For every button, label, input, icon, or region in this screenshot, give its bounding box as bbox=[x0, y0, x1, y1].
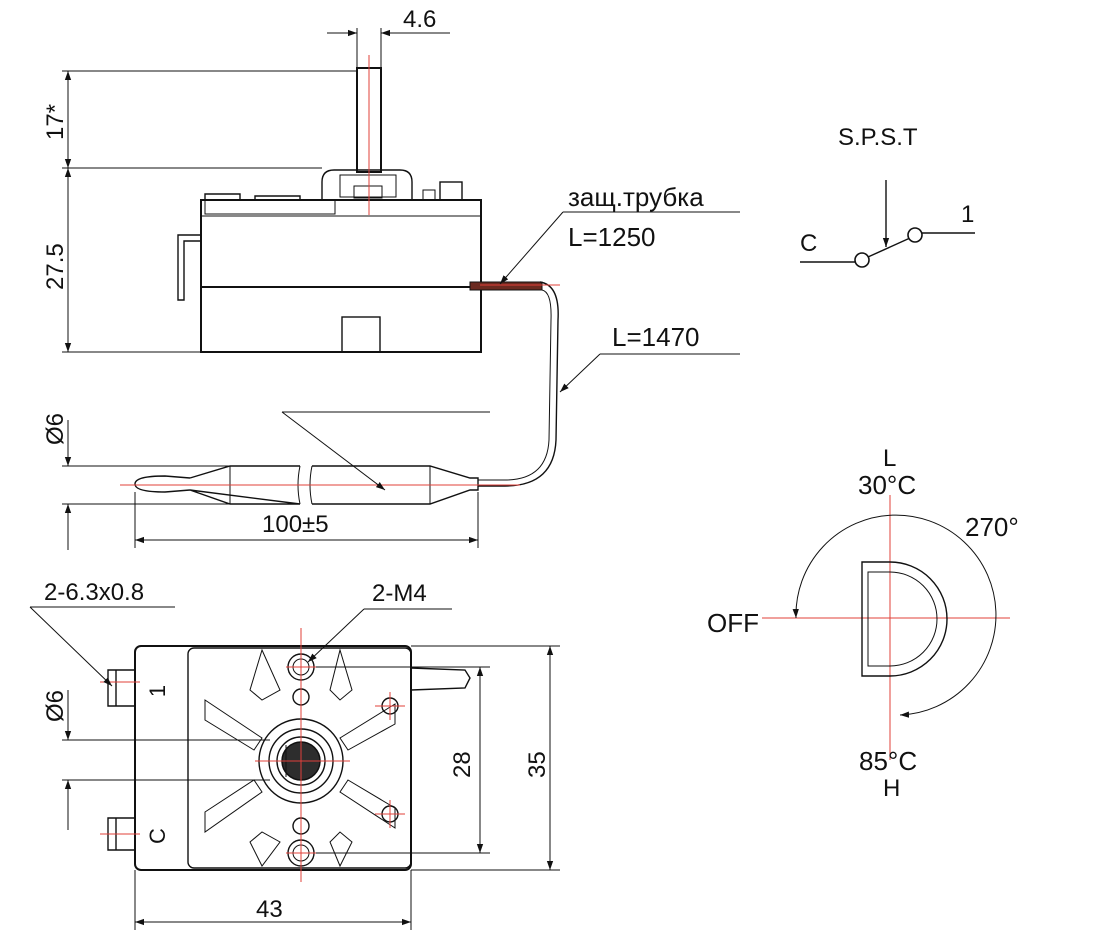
dial-off-label: OFF bbox=[707, 608, 759, 638]
dim-height: 35 bbox=[524, 751, 551, 778]
protective-tube bbox=[469, 281, 543, 291]
body-slot bbox=[341, 316, 381, 353]
schematic-pin-c: C bbox=[800, 230, 817, 257]
bottom-housing bbox=[134, 645, 412, 871]
contact-c bbox=[854, 252, 870, 268]
dim-shaft-height: 17* bbox=[42, 104, 69, 140]
plate-ribs bbox=[204, 648, 396, 868]
switch-blade bbox=[867, 237, 911, 258]
capillary-length: L=1470 bbox=[612, 322, 699, 352]
terminal-1-label: 1 bbox=[145, 685, 170, 697]
dim-shaft-width: 4.6 bbox=[403, 6, 436, 33]
terminal-size-label: 2-6.3x0.8 bbox=[44, 579, 144, 606]
terminal-1 bbox=[107, 669, 135, 707]
schematic-title: S.P.S.T bbox=[838, 124, 918, 151]
contact-1 bbox=[907, 227, 923, 243]
bulb-tip bbox=[134, 475, 191, 493]
dial-knob bbox=[861, 561, 948, 677]
dial-bottom-letter: H bbox=[883, 775, 900, 802]
dim-body-height: 27.5 bbox=[42, 243, 69, 290]
side-terminal bbox=[177, 234, 201, 301]
tube-label: защ.трубка bbox=[568, 182, 704, 212]
schematic-pin-1: 1 bbox=[961, 201, 974, 228]
dial-top-temp: 30°C bbox=[858, 470, 916, 500]
dial-top-letter: L bbox=[883, 445, 896, 472]
shaft-collar-inner bbox=[339, 174, 397, 198]
capillary-exit bbox=[410, 667, 471, 691]
bottom-plate bbox=[187, 647, 412, 869]
terminal-c-label: C bbox=[145, 828, 170, 844]
spst-schematic: S.P.S.T C 1 bbox=[800, 124, 975, 268]
dim-bulb-length: 100±5 bbox=[262, 511, 329, 538]
dial-bottom-temp: 85°C bbox=[859, 746, 917, 776]
dim-width: 43 bbox=[256, 896, 283, 923]
screw-label: 2-M4 bbox=[372, 580, 427, 607]
thermostat-body bbox=[200, 199, 482, 353]
dim-bulb-diameter: Ø6 bbox=[42, 413, 69, 445]
dial-rotation: 270° bbox=[965, 512, 1019, 542]
side-view: 4.6 17* 27.5 Ø6 100±5 защ.трубка L=1250 … bbox=[42, 6, 740, 550]
capillary-tube bbox=[478, 281, 559, 487]
dim-hole-spacing: 28 bbox=[449, 751, 476, 778]
shaft-collar bbox=[321, 169, 413, 200]
dim-terminal-diameter: Ø6 bbox=[42, 690, 69, 722]
rotation-arc bbox=[792, 514, 997, 718]
tube-length: L=1250 bbox=[568, 222, 655, 252]
dial-diagram: L 30°C 270° OFF 85°C H bbox=[707, 445, 1019, 802]
bottom-view: 1 C 2-6.3x0.8 2-M4 Ø6 28 35 43 bbox=[29, 579, 560, 930]
